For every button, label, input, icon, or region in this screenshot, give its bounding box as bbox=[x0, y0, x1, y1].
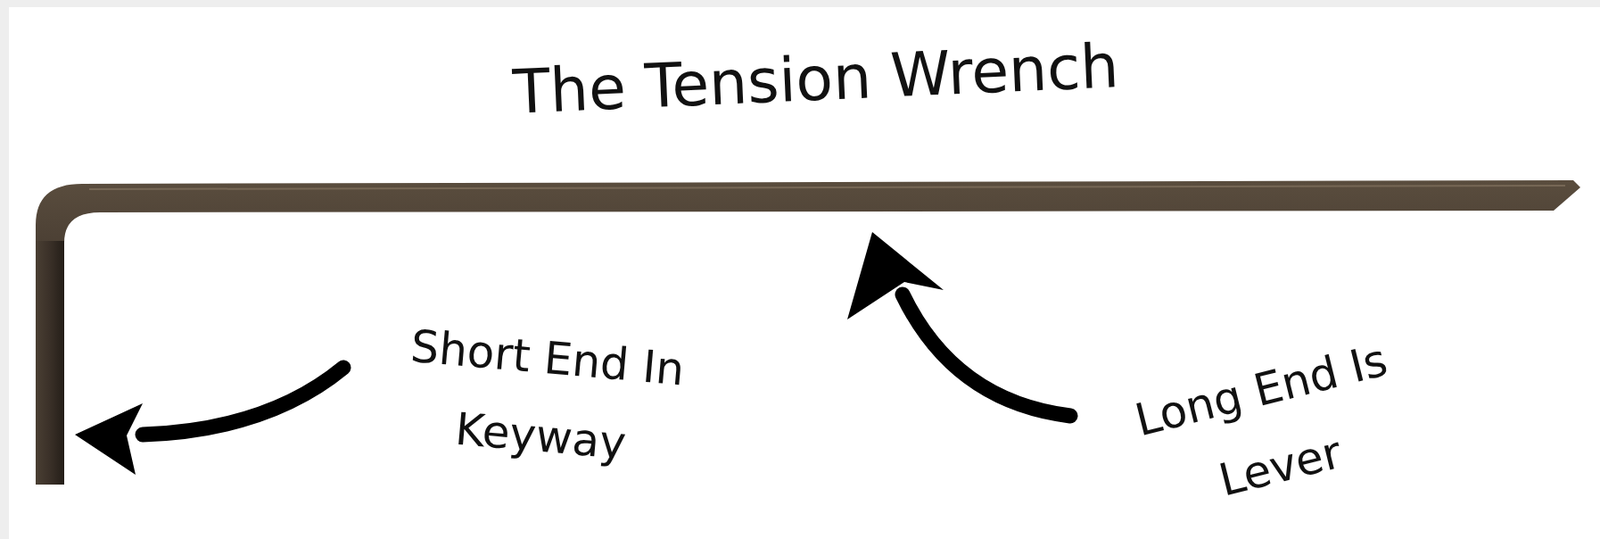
part-label: Short End In Keyway bbox=[359, 303, 729, 490]
leader-arrow bbox=[142, 367, 344, 435]
wrench-highlight bbox=[89, 185, 1566, 190]
leader-arrow bbox=[902, 294, 1071, 416]
wrench-short-end bbox=[35, 240, 65, 485]
arrow-head bbox=[847, 231, 944, 320]
arrow-head bbox=[74, 403, 143, 475]
